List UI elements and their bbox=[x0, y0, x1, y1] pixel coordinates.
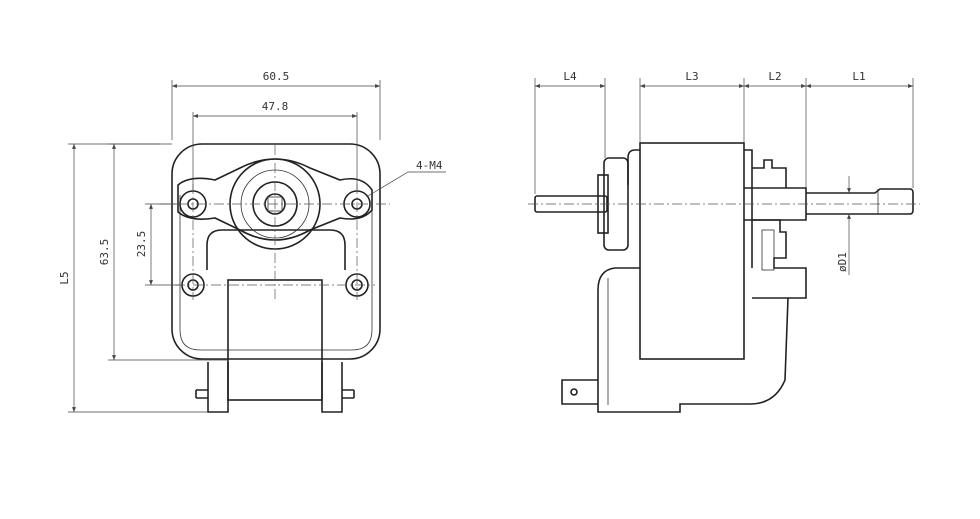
frame-outline bbox=[171, 143, 381, 360]
dim-L5: L5 bbox=[58, 271, 71, 284]
frame-inner bbox=[179, 195, 373, 351]
front-view: 60.5 47.8 23.5 63.5 L5 4-M4 bbox=[58, 70, 446, 413]
front-bearing bbox=[744, 159, 807, 221]
front-centerlines bbox=[160, 145, 390, 300]
coil-body bbox=[639, 142, 745, 360]
frame-arch bbox=[206, 229, 346, 270]
dim-60-5: 60.5 bbox=[263, 70, 290, 83]
dim-L1: L1 bbox=[852, 70, 865, 83]
mount-plate bbox=[177, 158, 373, 241]
terminal-hole bbox=[570, 388, 578, 396]
terminal-blade bbox=[561, 379, 598, 405]
dim-23-5: 23.5 bbox=[135, 231, 148, 258]
dim-63-5: 63.5 bbox=[98, 239, 111, 266]
shaft-front bbox=[806, 188, 914, 215]
dim-L3: L3 bbox=[685, 70, 698, 83]
dim-L4: L4 bbox=[563, 70, 577, 83]
dim-47-8: 47.8 bbox=[262, 100, 289, 113]
terminal-tabs bbox=[195, 362, 355, 413]
dim-L2: L2 bbox=[768, 70, 781, 83]
front-bracket-step bbox=[761, 229, 775, 271]
side-view: L4 L3 L2 L1 øD1 bbox=[528, 70, 920, 413]
terminal-housing bbox=[597, 267, 789, 413]
front-bracket bbox=[752, 219, 807, 299]
callout-4-m4: 4-M4 bbox=[416, 159, 443, 172]
dim-D1: øD1 bbox=[836, 252, 849, 272]
frame-side bbox=[627, 149, 753, 268]
